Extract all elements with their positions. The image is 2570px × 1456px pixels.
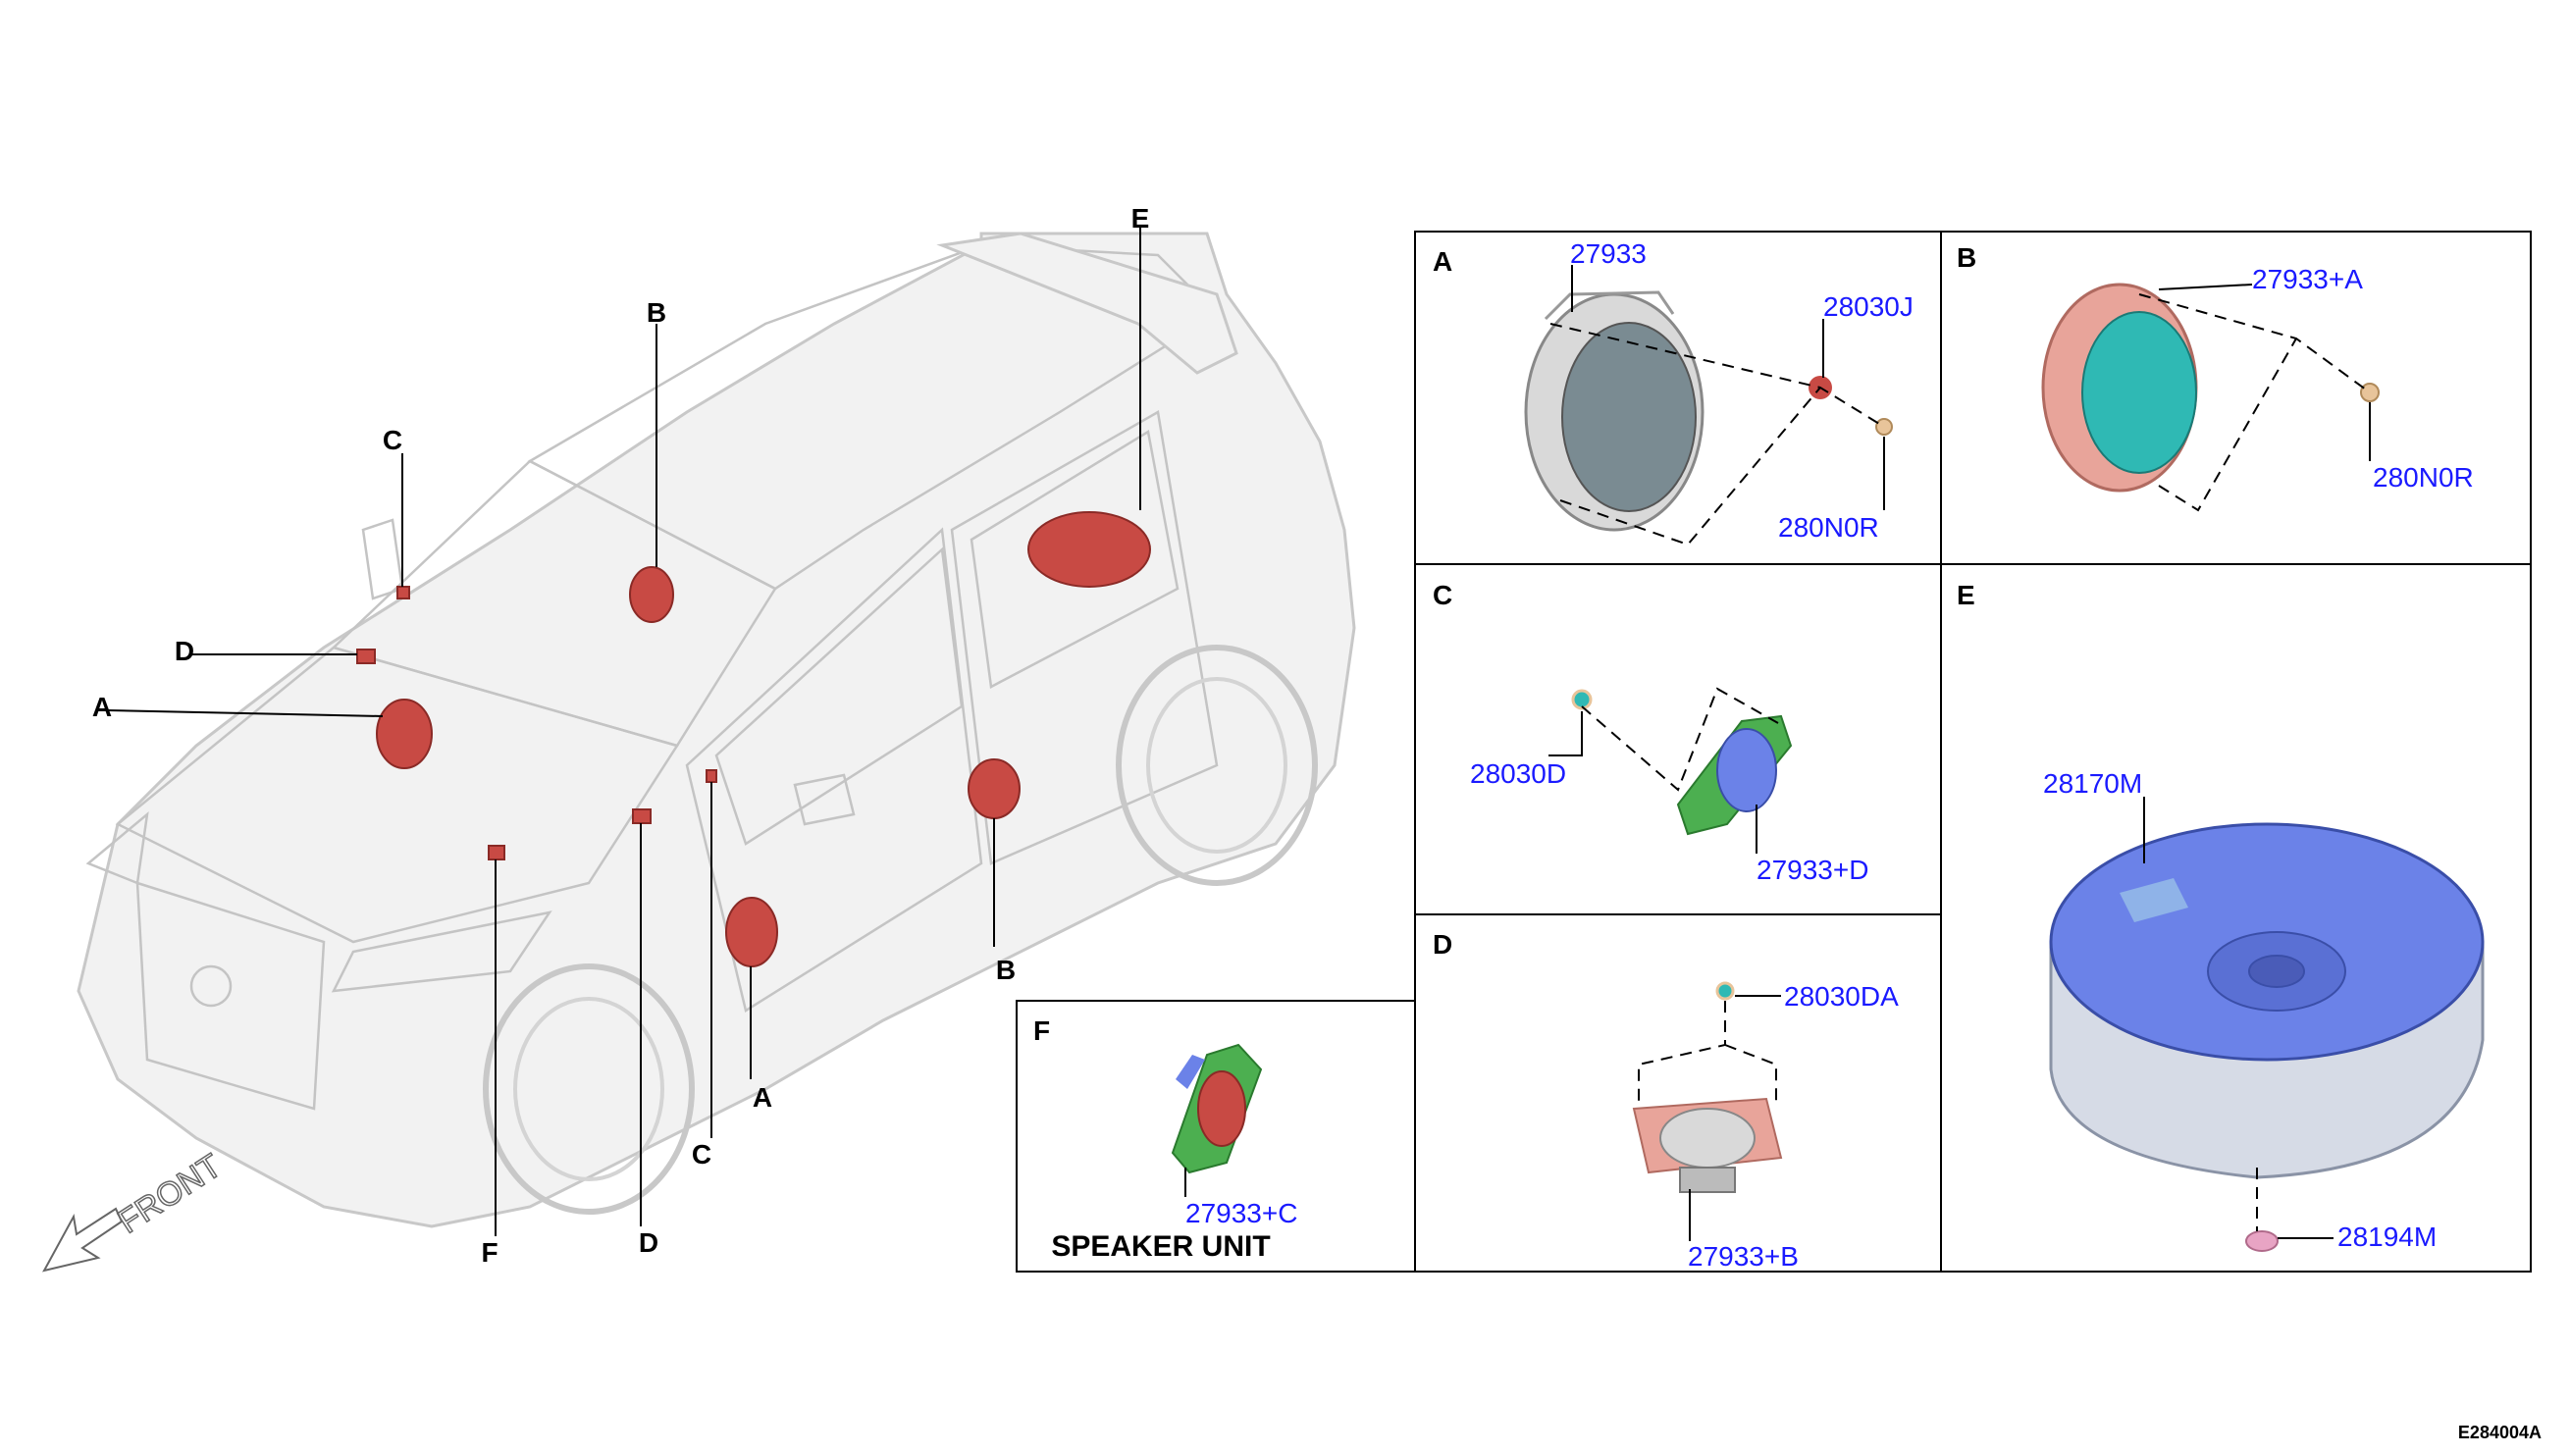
speaker-c-door [706,769,717,783]
front-grille [135,881,326,1111]
speaker-d-illustration [1632,1097,1783,1193]
callout-c-bottom: C [692,1139,711,1170]
headlight-right [331,910,552,993]
part-28030j: 28030J [1823,291,1914,322]
panel-f-letter: F [1033,1015,1050,1046]
speaker-c-illustration [1676,714,1793,836]
part-280n0r-a: 280N0R [1778,512,1879,543]
callout-a-bottom: A [753,1082,772,1113]
panel-a-letter: A [1433,246,1452,277]
speaker-unit-caption: SPEAKER UNIT [1051,1230,1270,1263]
panel-b: B 27933+A 280N0R [1957,242,2474,512]
part-28030d: 28030D [1470,758,1566,789]
panel-d-assembly-line [1638,1001,1726,1104]
callout-d-bottom: D [639,1227,658,1258]
screw-280n0r-b [2360,383,2380,402]
clip-28194m [2245,1230,2279,1252]
panel-c-assembly-line [1581,687,1779,792]
panel-f-frame [1016,1000,1416,1273]
part-28030da: 28030DA [1784,981,1899,1012]
callout-d-top: D [175,636,194,666]
speaker-a-dash [376,699,433,769]
panel-grid-frame [1414,231,2532,1273]
panel-f: F 27933+C SPEAKER UNIT [1033,1015,1297,1263]
screw-280n0r-a [1875,418,1893,436]
part-27933: 27933 [1570,238,1647,269]
leader-27933a [2158,284,2253,290]
car-body [77,232,1356,1228]
clip-28030d [1571,689,1593,710]
callout-e-top: E [1131,203,1150,234]
front-wheel [483,963,695,1215]
side-mirror [793,773,856,826]
panel-e-letter: E [1957,580,1975,610]
speaker-c-pillar [396,586,410,599]
part-28194m: 28194M [2337,1222,2437,1252]
callout-b-top: B [647,297,666,328]
part-27933b: 27933+B [1688,1241,1799,1272]
speaker-f-illustration [1171,1043,1263,1174]
speaker-b-roof [629,566,674,623]
vehicle-illustration: B C D A E A C D F B FRONT [42,203,1356,1273]
front-window [714,546,964,846]
leader-28030d [1548,711,1583,756]
speaker-f-center [488,845,505,860]
callout-f-bottom: F [481,1237,498,1268]
panel-d-assembly-line-2 [1724,1044,1777,1104]
speaker-d-dash [356,649,376,664]
panel-b-letter: B [1957,242,1976,273]
speaker-b-illustration [2041,283,2198,493]
part-27933d: 27933+D [1757,855,1868,885]
part-27933c: 27933+C [1185,1198,1297,1228]
part-280n0r-b: 280N0R [2373,462,2474,493]
part-28170m: 28170M [2043,768,2142,799]
callout-a-left: A [92,692,112,722]
grille-emblem [189,964,233,1008]
part-27933a: 27933+A [2252,264,2363,294]
rear-spoiler [936,232,1238,375]
panel-a: A 27933 28030J 280N0R [1433,238,1914,546]
front-direction-indicator: FRONT [42,1146,229,1273]
reference-code: E284004A [2458,1423,2542,1442]
panel-a-assembly-line-2 [1559,387,1821,546]
panel-d: D 28030DA 27933+B [1433,929,1899,1272]
callout-c-top: C [383,425,402,455]
speaker-e-subwoofer [1027,511,1151,588]
speaker-d-front [632,808,652,824]
speaker-a-door [725,897,778,967]
rear-door [950,410,1219,865]
callout-b-bottom: B [996,955,1016,985]
detail-panels-grid [1016,231,2532,1273]
rear-wheel [1116,645,1318,886]
panel-c-letter: C [1433,580,1452,610]
headlight-left [85,810,149,885]
panel-b-assembly-line-2 [2158,338,2297,512]
panel-d-letter: D [1433,929,1452,960]
leader-a-left [107,709,384,717]
front-arrow-icon [42,1207,124,1273]
rear-window [970,429,1180,689]
speaker-a-illustration [1524,290,1705,532]
panel-e: E 28170M 28194M [1957,580,2485,1252]
clip-28030da [1715,981,1735,1001]
panel-c: C 28030D 27933+D [1433,580,1868,885]
front-label: FRONT [112,1147,229,1241]
subwoofer-illustration [2049,822,2485,1179]
speaker-b-rear-door [968,758,1021,819]
